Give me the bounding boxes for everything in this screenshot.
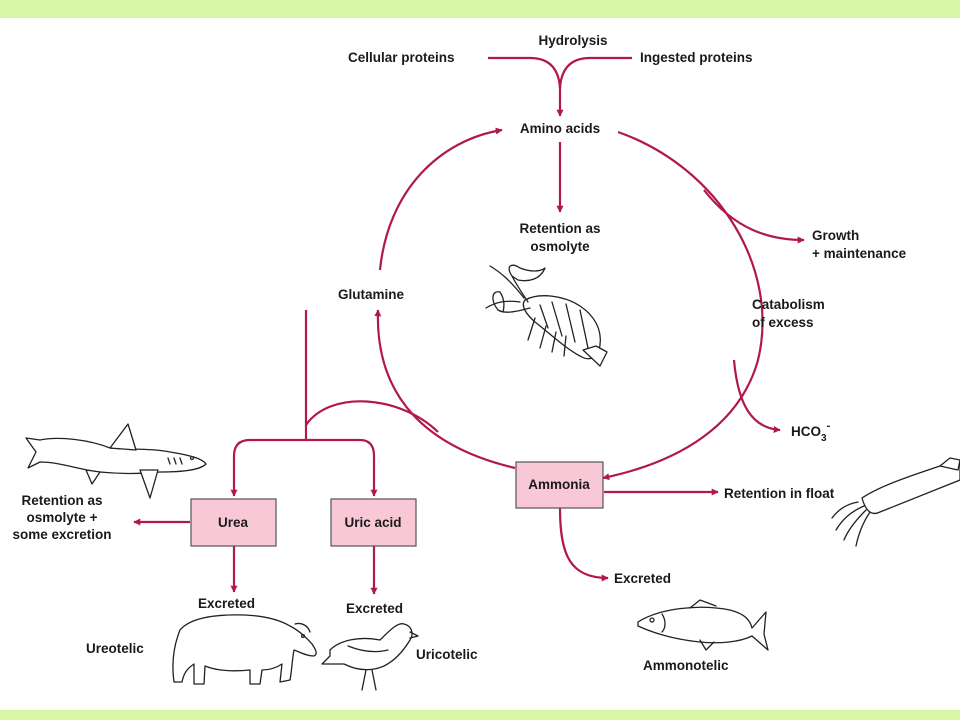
retention-excretion-line2: osmolyte + <box>27 510 98 525</box>
retention-float-label: Retention in float <box>724 486 835 501</box>
flow-ammonia-join <box>305 400 439 433</box>
flow-hco3 <box>732 359 781 434</box>
uricotelic-label: Uricotelic <box>416 647 478 662</box>
retention-osmolyte-line1: Retention as <box>519 221 600 236</box>
retention-osmolyte-line2: osmolyte <box>530 239 590 254</box>
growth-line2: + maintenance <box>812 246 907 261</box>
uric-acid-label: Uric acid <box>344 515 401 530</box>
top-band <box>0 0 960 18</box>
flow-ammonia-excreted <box>558 507 609 582</box>
hco3-sub: 3 <box>821 433 827 444</box>
bird-icon <box>321 623 419 691</box>
flow-to-urea <box>230 438 306 497</box>
squid-icon <box>831 457 960 547</box>
flow-ingested-proteins <box>558 56 632 89</box>
ureotelic-label: Ureotelic <box>86 641 144 656</box>
flow-growth <box>703 189 805 244</box>
flow-to-uric-acid <box>306 438 378 497</box>
flow-catabolism-arc <box>602 130 764 481</box>
shark-icon <box>25 423 207 499</box>
urea-box: Urea <box>190 498 277 547</box>
ammonia-box: Ammonia <box>515 461 604 509</box>
excreted-ammonia-label: Excreted <box>614 571 671 586</box>
hco3-sup: - <box>827 420 831 432</box>
catabolism-line1: Catabolism <box>752 297 825 312</box>
urea-label: Urea <box>218 515 249 530</box>
excreted-urea-label: Excreted <box>198 596 255 611</box>
retention-excretion-line1: Retention as <box>21 493 102 508</box>
amino-acids-label: Amino acids <box>520 121 600 136</box>
excreted-uric-label: Excreted <box>346 601 403 616</box>
cellular-proteins-label: Cellular proteins <box>348 50 455 65</box>
hco3-base: HCO <box>791 424 821 439</box>
fish-icon <box>637 599 769 651</box>
retention-excretion-line3: some excretion <box>12 527 111 542</box>
catabolism-line2: of excess <box>752 315 814 330</box>
lobster-icon <box>485 264 608 367</box>
bottom-band <box>0 710 960 720</box>
flow-glutamine-to-amino <box>378 127 503 271</box>
ingested-proteins-label: Ingested proteins <box>640 50 753 65</box>
polar-bear-icon <box>172 614 317 685</box>
growth-line1: Growth <box>812 228 859 243</box>
hydrolysis-label: Hydrolysis <box>538 33 607 48</box>
hco3-label: HCO3- <box>791 420 831 444</box>
flow-ammonia-to-glutamine <box>374 309 516 470</box>
glutamine-label: Glutamine <box>338 287 405 302</box>
flow-cellular-proteins <box>488 56 562 89</box>
ammonotelic-label: Ammonotelic <box>643 658 729 673</box>
ammonia-label: Ammonia <box>528 477 590 492</box>
uric-acid-box: Uric acid <box>330 498 417 547</box>
